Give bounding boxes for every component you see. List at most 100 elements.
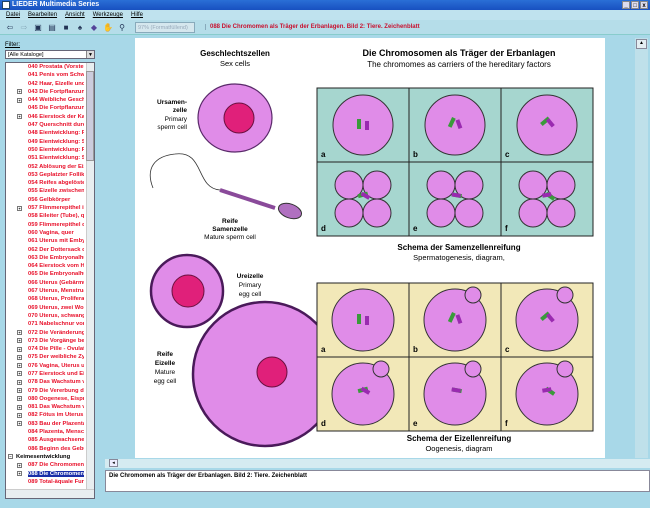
tree-item[interactable]: 060 Vagina, quer xyxy=(6,229,84,237)
tree-item[interactable]: 089 Total-äquale Fur xyxy=(6,478,84,486)
maximize-button[interactable]: □ xyxy=(631,1,639,9)
tree-item[interactable]: +073 Die Vorgänge be xyxy=(6,337,84,345)
tree-item[interactable]: 062 Der Dottersack c xyxy=(6,246,84,254)
tree-item[interactable]: +074 Die Pille - Ovulat xyxy=(6,345,84,353)
tree-item[interactable]: +078 Das Wachstum v xyxy=(6,378,84,386)
tree-item[interactable]: 066 Uterus (Gebärmu xyxy=(6,279,84,287)
tree-item[interactable]: 085 Ausgewachsene xyxy=(6,436,84,444)
menu-hilfe[interactable]: Hilfe xyxy=(130,12,143,18)
menu-bearbeiten[interactable]: Bearbeiten xyxy=(28,12,58,18)
expand-icon[interactable]: + xyxy=(17,462,22,468)
expand-icon[interactable]: + xyxy=(17,89,22,95)
tree-item[interactable]: 040 Prostata (Vorstel xyxy=(6,63,84,71)
horizontal-scrollbar[interactable]: ◂ xyxy=(105,459,650,468)
forward-icon[interactable]: ⇨ xyxy=(20,22,28,32)
magnifier-icon[interactable]: ⚲ xyxy=(119,22,125,32)
expand-icon[interactable]: + xyxy=(17,421,22,427)
expand-icon[interactable]: + xyxy=(17,404,22,410)
tree-item[interactable]: 050 Eientwicklung: F xyxy=(6,146,84,154)
menu-datei[interactable]: Datei xyxy=(6,12,21,18)
tree-item[interactable]: +072 Die Veränderung xyxy=(6,329,84,337)
tree-item[interactable]: 055 Eizelle zwischen xyxy=(6,187,84,195)
label-eizelle: Eizelle xyxy=(155,360,176,367)
chevron-down-icon[interactable]: ▼ xyxy=(86,51,94,58)
tree-item[interactable]: +057 Flimmerepithel ir xyxy=(6,204,84,212)
tree-item[interactable]: 052 Ablösung der Eiz xyxy=(6,163,84,171)
expand-icon[interactable]: + xyxy=(17,412,22,418)
tree-item[interactable]: 068 Uterus, Proliferal xyxy=(6,295,84,303)
binoculars-icon[interactable]: ♠ xyxy=(77,22,83,32)
tree-item[interactable]: +088 Die Chromomen xyxy=(6,470,84,478)
tree-item[interactable]: 070 Uterus, schwang xyxy=(6,312,84,320)
tree-item[interactable]: +044 Weibliche Gesch xyxy=(6,96,84,104)
tree-item[interactable]: +076 Vagina, Uterus u xyxy=(6,362,84,370)
tree-item[interactable]: +046 Eierstock der Ka xyxy=(6,113,84,121)
expand-icon[interactable]: + xyxy=(17,379,22,385)
minimize-button[interactable]: _ xyxy=(622,1,630,9)
tree-item[interactable]: 071 Nabelschnur von xyxy=(6,320,84,328)
tree-item[interactable]: +079 Die Vererbung d xyxy=(6,387,84,395)
tree-item[interactable]: +080 Oogenese, Eispr xyxy=(6,395,84,403)
tree-item[interactable]: 053 Geplatzter Follik xyxy=(6,171,84,179)
panel-d: d xyxy=(316,356,410,432)
expand-icon[interactable]: + xyxy=(17,338,22,344)
catalog-icon[interactable]: ◆ xyxy=(90,22,98,32)
image-canvas: Geschlechtszellen Sex cells Die Chromoso… xyxy=(135,38,605,458)
tree-item[interactable]: 056 Gelbkörper xyxy=(6,196,84,204)
tree-item[interactable]: 067 Uterus, Menstrua xyxy=(6,287,84,295)
tree-item[interactable]: +075 Der weibliche Zy xyxy=(6,353,84,361)
tree-item[interactable]: 045 Die Fortpflanzun xyxy=(6,104,84,112)
expand-icon[interactable]: + xyxy=(17,471,22,477)
tree-item[interactable]: +043 Die Fortpflanzun xyxy=(6,88,84,96)
tree-item[interactable]: 069 Uterus, zwei Wo xyxy=(6,304,84,312)
tree-item[interactable]: 041 Penis vom Schw xyxy=(6,71,84,79)
tree-horizontal-scrollbar[interactable] xyxy=(6,489,94,498)
tree-item[interactable]: +077 Eierstock und Ei xyxy=(6,370,84,378)
vertical-scrollbar[interactable]: ▲ xyxy=(635,38,648,458)
expand-icon[interactable]: + xyxy=(17,363,22,369)
expand-icon[interactable]: + xyxy=(17,354,22,360)
expand-icon[interactable]: + xyxy=(17,371,22,377)
menu-werkzeuge[interactable]: Werkzeuge xyxy=(92,12,123,18)
print-icon[interactable]: ▤ xyxy=(48,22,56,32)
tree-item[interactable]: 086 Beginn des Gebu xyxy=(6,445,84,453)
tree-item[interactable]: 054 Reifes abgelöste xyxy=(6,179,84,187)
tree-item[interactable]: 065 Die Embryonalhü xyxy=(6,270,84,278)
hand-icon[interactable]: ✋ xyxy=(103,22,113,32)
tree-item[interactable]: 061 Uterus mit Emby xyxy=(6,237,84,245)
tree-item[interactable]: 042 Haar, Eizelle unc xyxy=(6,80,84,88)
expand-icon[interactable]: + xyxy=(17,97,22,103)
tree-item[interactable]: +083 Bau der Plazenta xyxy=(6,420,84,428)
tree-item[interactable]: 051 Eientwicklung: S xyxy=(6,154,84,162)
close-button[interactable]: x xyxy=(640,1,648,9)
tree-item[interactable]: 063 Die Embryonalhü xyxy=(6,254,84,262)
collapse-icon[interactable]: − xyxy=(8,454,13,460)
tree-item[interactable]: 047 Querschnitt durc xyxy=(6,121,84,129)
expand-icon[interactable]: + xyxy=(17,330,22,335)
expand-icon[interactable]: + xyxy=(17,388,22,394)
back-icon[interactable]: ⇦ xyxy=(6,22,14,32)
scroll-left-button[interactable]: ◂ xyxy=(109,459,118,467)
tree-item[interactable]: 059 Flimmerepithel di xyxy=(6,221,84,229)
tree-item[interactable]: 084 Plazenta, Mensc xyxy=(6,428,84,436)
scroll-up-button[interactable]: ▲ xyxy=(636,39,647,49)
tree-item[interactable]: 048 Eientwicklung: P xyxy=(6,129,84,137)
expand-icon[interactable]: + xyxy=(17,114,22,120)
copy-icon[interactable]: ▣ xyxy=(34,22,42,32)
tree-item[interactable]: +081 Das Wachstum v xyxy=(6,403,84,411)
expand-icon[interactable]: + xyxy=(17,346,22,352)
tree-vertical-scrollbar[interactable] xyxy=(86,63,94,489)
tree-item[interactable]: +087 Die Chromomen xyxy=(6,461,84,469)
expand-icon[interactable]: + xyxy=(17,205,22,211)
tree-item[interactable]: 064 Eierstock vom H xyxy=(6,262,84,270)
tree-item[interactable]: 049 Eientwicklung: S xyxy=(6,138,84,146)
expand-icon[interactable]: + xyxy=(17,396,22,402)
tree-item[interactable]: −Keimesentwicklung xyxy=(6,453,84,461)
filter-select[interactable]: [Alle Kataloge]▼ xyxy=(5,50,95,59)
fullscreen-icon[interactable]: ■ xyxy=(63,22,69,32)
tree-item[interactable]: +082 Fötus im Uterus xyxy=(6,411,84,419)
menu-ansicht[interactable]: Ansicht xyxy=(65,12,85,18)
tree-item[interactable]: 058 Eileiter (Tube), q xyxy=(6,212,84,220)
zoom-field[interactable]: 97% (Formatfüllend) xyxy=(135,21,195,33)
